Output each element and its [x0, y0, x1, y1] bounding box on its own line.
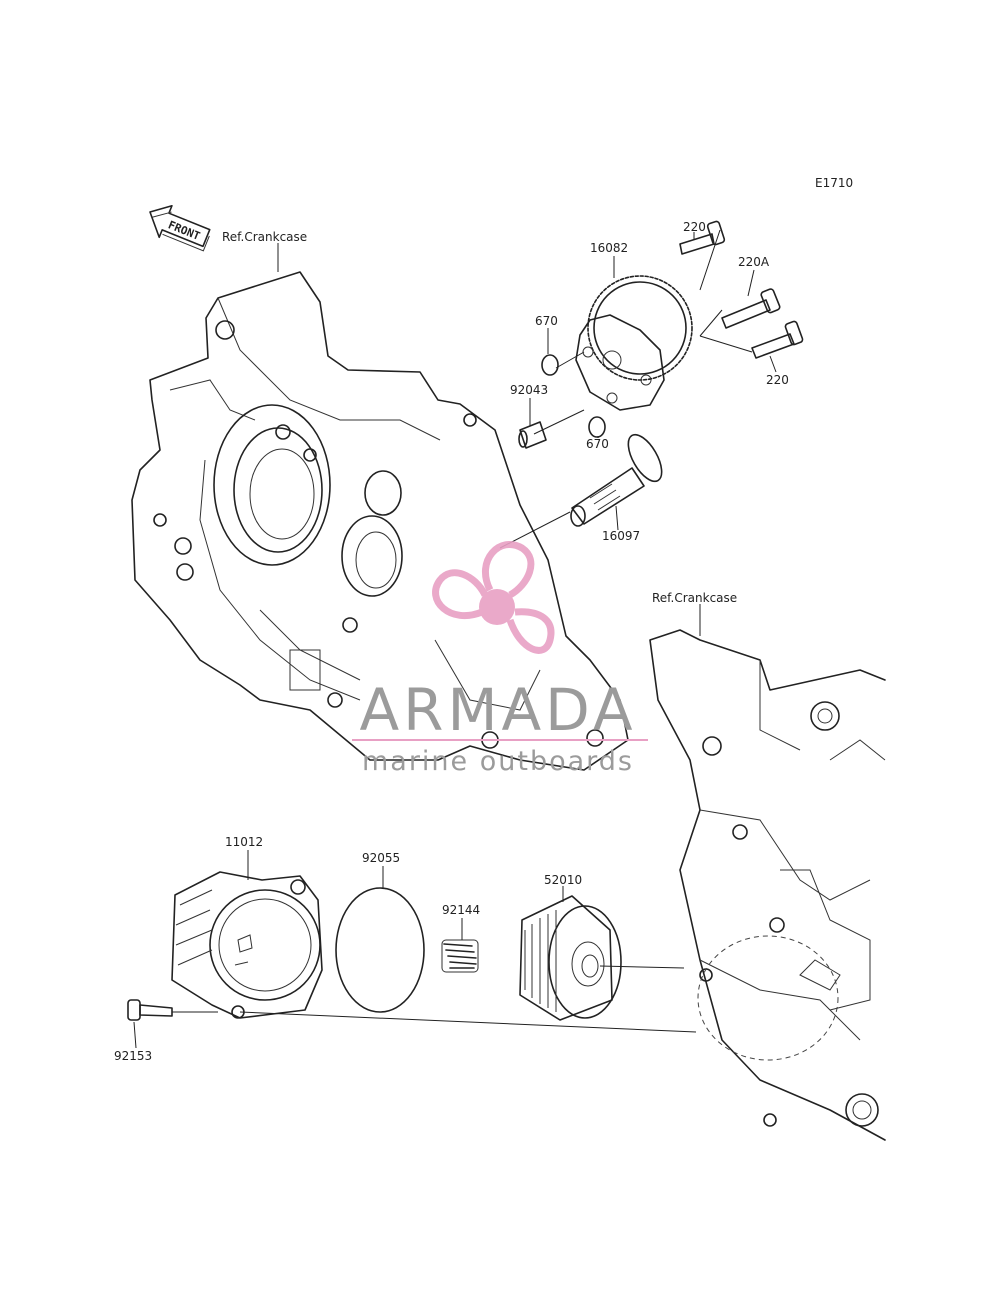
crankcase-left-drawing	[131, 271, 629, 771]
leader-lines	[133, 232, 777, 1049]
part-label-220-top: 220	[683, 220, 706, 234]
o-ring-670-bottom-drawing	[588, 416, 606, 438]
bolt-220-top-drawing	[679, 220, 726, 255]
part-label-670-top: 670	[535, 314, 558, 328]
bolt-220-bottom-drawing	[751, 320, 804, 359]
part-label-11012: 11012	[225, 835, 263, 849]
part-label-670-bottom: 670	[586, 437, 609, 451]
oil-pump-drawing	[575, 275, 693, 411]
dowel-pin-92043-drawing	[518, 421, 547, 449]
part-label-16097: 16097	[602, 529, 640, 543]
part-label-92055: 92055	[362, 851, 400, 865]
part-label-220-bottom: 220	[766, 373, 789, 387]
armada-logo-icon	[432, 541, 555, 654]
o-ring-92055-drawing	[335, 887, 425, 1013]
ref-crankcase-right-label: Ref.Crankcase	[652, 591, 737, 605]
oil-filter-52010-drawing	[519, 895, 622, 1021]
part-label-220a: 220A	[738, 255, 770, 269]
armada-watermark: ARMADA marine outboards	[352, 541, 648, 777]
bolt-92153-drawing	[127, 999, 173, 1021]
part-label-92043: 92043	[510, 383, 548, 397]
part-label-52010: 52010	[544, 873, 582, 887]
spring-92144-drawing	[441, 939, 479, 973]
watermark-brand: ARMADA	[359, 676, 636, 744]
oil-strainer-16097-drawing	[570, 433, 663, 527]
watermark-tagline: marine outboards	[362, 746, 634, 777]
ref-crankcase-left-label: Ref.Crankcase	[222, 230, 307, 244]
front-arrow-icon: FRONT	[149, 204, 211, 252]
oil-filter-cover-11012-drawing	[171, 871, 323, 1019]
diagram-code: E1710	[815, 176, 853, 190]
bolt-220a-drawing	[721, 288, 781, 329]
part-label-16082: 16082	[590, 241, 628, 255]
crankcase-right-drawing	[649, 629, 886, 1141]
o-ring-670-top-drawing	[541, 354, 559, 376]
part-label-92144: 92144	[442, 903, 480, 917]
part-label-92153: 92153	[114, 1049, 152, 1063]
